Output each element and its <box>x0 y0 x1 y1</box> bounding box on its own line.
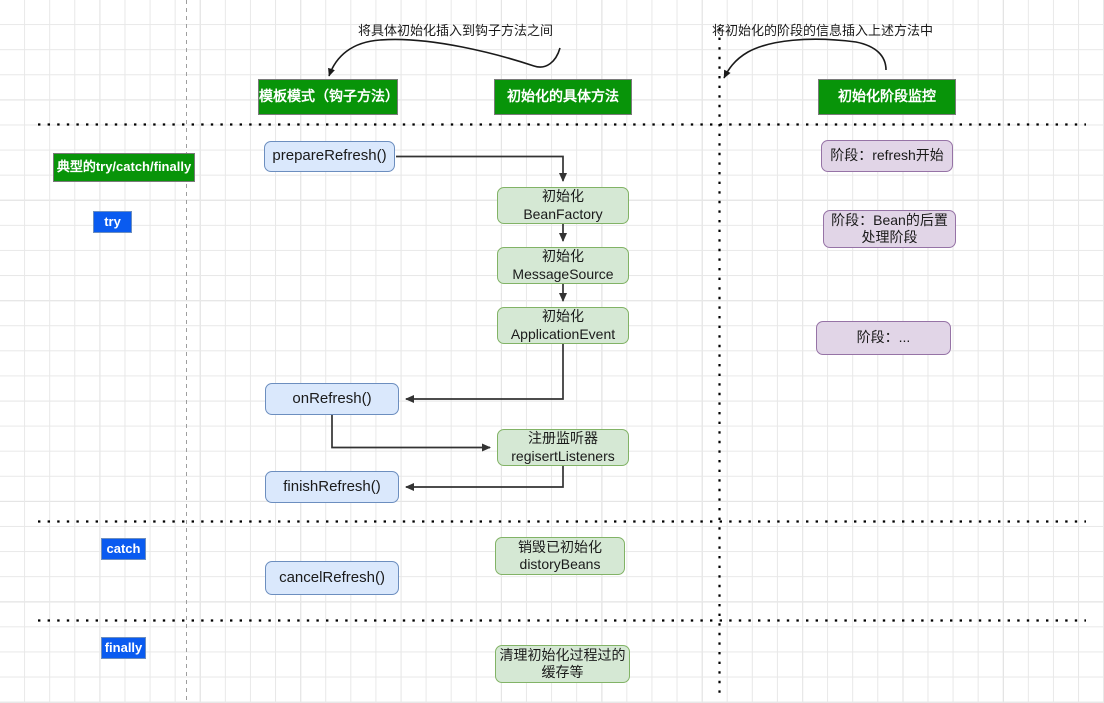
arrow-concrete-to-template <box>328 38 561 77</box>
header-box-concrete-init-label: 初始化的具体方法 <box>507 88 619 105</box>
method-box-cancel-refresh[interactable]: cancelRefresh() <box>265 561 399 595</box>
phase-box-refresh-start-label: 阶段：refresh开始 <box>830 147 944 164</box>
label-finally-text: finally <box>104 639 143 655</box>
step-box-init-beanfactory[interactable]: 初始化 BeanFactory <box>497 187 629 224</box>
label-catch[interactable]: catch <box>101 538 146 560</box>
header-box-phase-monitor[interactable]: 初始化阶段监控 <box>818 79 956 115</box>
step-box-init-beanfactory-line1: 初始化 <box>542 188 584 204</box>
phase-box-refresh-start[interactable]: 阶段：refresh开始 <box>821 140 953 172</box>
step-box-init-applicationevent-line1: 初始化 <box>541 308 584 324</box>
step-box-init-messagesource-line1: 初始化 <box>541 248 584 264</box>
label-try[interactable]: try <box>93 211 132 233</box>
phase-box-ellipsis-label: 阶段：... <box>856 329 911 346</box>
method-box-cancel-refresh-label: cancelRefresh() <box>279 568 385 586</box>
method-box-finish-refresh-label: finishRefresh() <box>283 477 381 495</box>
connector-prepare-to-beanfactory <box>396 155 567 182</box>
step-box-clean-cache-line1: 清理初始化过程过的 <box>499 646 626 663</box>
label-try-text: try <box>104 213 121 229</box>
label-try-catch-finally-text: 典型的try/catch/finally <box>56 159 192 175</box>
header-box-phase-monitor-label: 初始化阶段监控 <box>838 88 936 105</box>
header-box-template-pattern[interactable]: 模板模式（钩子方法） <box>258 79 399 115</box>
note-insert-phase-info: 将初始化的阶段的信息插入上述方法中 <box>712 23 934 38</box>
step-box-destroy-beans[interactable]: 销毁已初始化 distoryBeans <box>495 537 625 575</box>
step-box-init-messagesource[interactable]: 初始化 MessageSource <box>497 247 629 284</box>
method-box-prepare-refresh-label: prepareRefresh() <box>272 147 387 165</box>
connector-onrefresh-to-registerlisteners <box>331 415 491 452</box>
note-insert-concrete-init: 将具体初始化插入到钩子方法之间 <box>358 23 554 38</box>
phase-box-bean-post-process-line2: 处理阶段 <box>861 229 918 245</box>
phase-box-ellipsis[interactable]: 阶段：... <box>816 321 951 355</box>
method-box-on-refresh-label: onRefresh() <box>292 389 372 407</box>
step-box-init-applicationevent[interactable]: 初始化 ApplicationEvent <box>497 307 629 344</box>
step-box-clean-cache[interactable]: 清理初始化过程过的 缓存等 <box>495 645 630 683</box>
step-box-clean-cache-line2: 缓存等 <box>541 664 584 680</box>
step-box-register-listeners-line1: 注册监听器 <box>528 430 598 446</box>
label-finally[interactable]: finally <box>101 637 146 659</box>
method-box-on-refresh[interactable]: onRefresh() <box>265 383 399 415</box>
step-box-init-messagesource-line2: MessageSource <box>512 265 614 282</box>
connector-applicationevent-to-onrefresh <box>405 344 564 403</box>
method-box-finish-refresh[interactable]: finishRefresh() <box>265 471 399 503</box>
step-box-init-beanfactory-line2: BeanFactory <box>523 205 603 222</box>
phase-box-bean-post-process-line1: 阶段：Bean的后置 <box>831 211 948 228</box>
header-box-concrete-init[interactable]: 初始化的具体方法 <box>494 79 632 115</box>
step-box-destroy-beans-line2: distoryBeans <box>519 556 601 572</box>
phase-box-bean-post-process[interactable]: 阶段：Bean的后置 处理阶段 <box>823 210 956 248</box>
arrow-monitor-to-divider <box>723 38 887 79</box>
label-catch-text: catch <box>106 540 141 556</box>
header-box-template-pattern-label: 模板模式（钩子方法） <box>259 88 399 105</box>
step-box-init-applicationevent-line2: ApplicationEvent <box>510 325 616 342</box>
step-box-register-listeners[interactable]: 注册监听器 regisertListeners <box>497 429 629 466</box>
connector-registerlisteners-to-finishrefresh <box>405 466 564 491</box>
step-box-register-listeners-line2: regisertListeners <box>511 447 615 464</box>
method-box-prepare-refresh[interactable]: prepareRefresh() <box>264 141 395 172</box>
label-try-catch-finally[interactable]: 典型的try/catch/finally <box>53 153 195 182</box>
step-box-destroy-beans-line1: 销毁已初始化 <box>518 538 602 555</box>
